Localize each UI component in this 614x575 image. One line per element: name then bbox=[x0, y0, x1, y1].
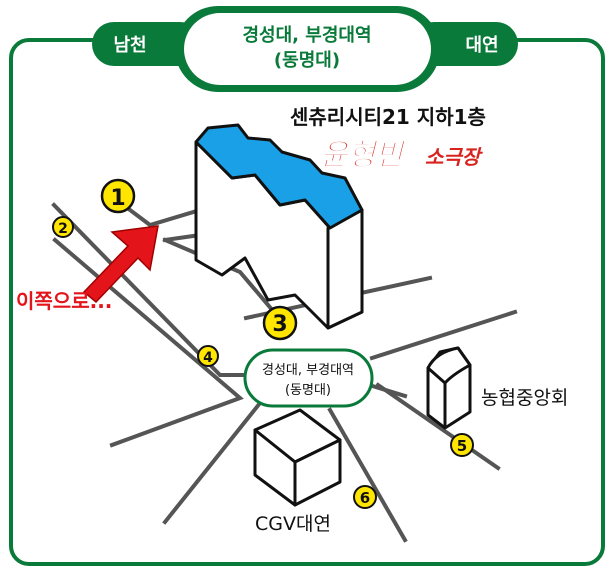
venue-name-sub: 소극장 bbox=[425, 145, 484, 169]
street-plaza bbox=[162, 237, 277, 315]
svg-text:1: 1 bbox=[110, 186, 125, 211]
street-top-left bbox=[127, 207, 203, 228]
header-right-label: 대연 bbox=[465, 35, 498, 56]
venue-name-main: 윤형빈 bbox=[320, 138, 406, 173]
header-center-line2: (동명대) bbox=[274, 50, 340, 71]
exit-marker-6: 6 bbox=[353, 485, 377, 509]
svg-text:2: 2 bbox=[58, 221, 68, 237]
direction-label: 이쪽으로... bbox=[16, 289, 112, 313]
venue-building-title: 센츄리시티21 지하1층 bbox=[290, 105, 486, 129]
street-cgv-diag bbox=[327, 407, 408, 543]
header-center-line1: 경성대, 부경대역 bbox=[242, 25, 371, 46]
exit-marker-4: 4 bbox=[197, 345, 219, 367]
street-bottom-left bbox=[162, 385, 275, 525]
svg-text:5: 5 bbox=[457, 437, 467, 455]
station-line2: (동명대) bbox=[285, 383, 331, 398]
nonghyup-building bbox=[426, 346, 472, 430]
street-main-lower-edge bbox=[52, 237, 244, 448]
bank-label: 농협중앙회 bbox=[481, 387, 568, 409]
header-left-label: 남천 bbox=[113, 35, 146, 56]
direction-arrow bbox=[82, 225, 159, 304]
building-roof bbox=[194, 123, 364, 230]
station-badge: 경성대, 부경대역 (동명대) bbox=[243, 348, 374, 408]
svg-text:6: 6 bbox=[360, 489, 370, 507]
header-center-badge: 경성대, 부경대역 (동명대) bbox=[175, 6, 440, 92]
exit-marker-1: 1 bbox=[100, 178, 136, 214]
header-left-tab: 남천 bbox=[92, 22, 202, 66]
svg-text:3: 3 bbox=[272, 312, 287, 337]
exit-marker-5: 5 bbox=[450, 433, 474, 457]
street-right-diag bbox=[369, 309, 518, 361]
svg-text:4: 4 bbox=[203, 350, 213, 366]
cgv-label: CGV대연 bbox=[255, 513, 331, 535]
exit-marker-2: 2 bbox=[52, 216, 74, 238]
arrow-body bbox=[82, 225, 159, 304]
exit-marker-3: 3 bbox=[262, 305, 298, 341]
cgv-building bbox=[253, 408, 342, 507]
street-bank-lower bbox=[375, 382, 501, 471]
street-main-upper-edge bbox=[51, 202, 250, 377]
street-plaza-left bbox=[162, 232, 203, 243]
century-city-building bbox=[194, 123, 364, 330]
station-line1: 경성대, 부경대역 bbox=[262, 363, 354, 378]
